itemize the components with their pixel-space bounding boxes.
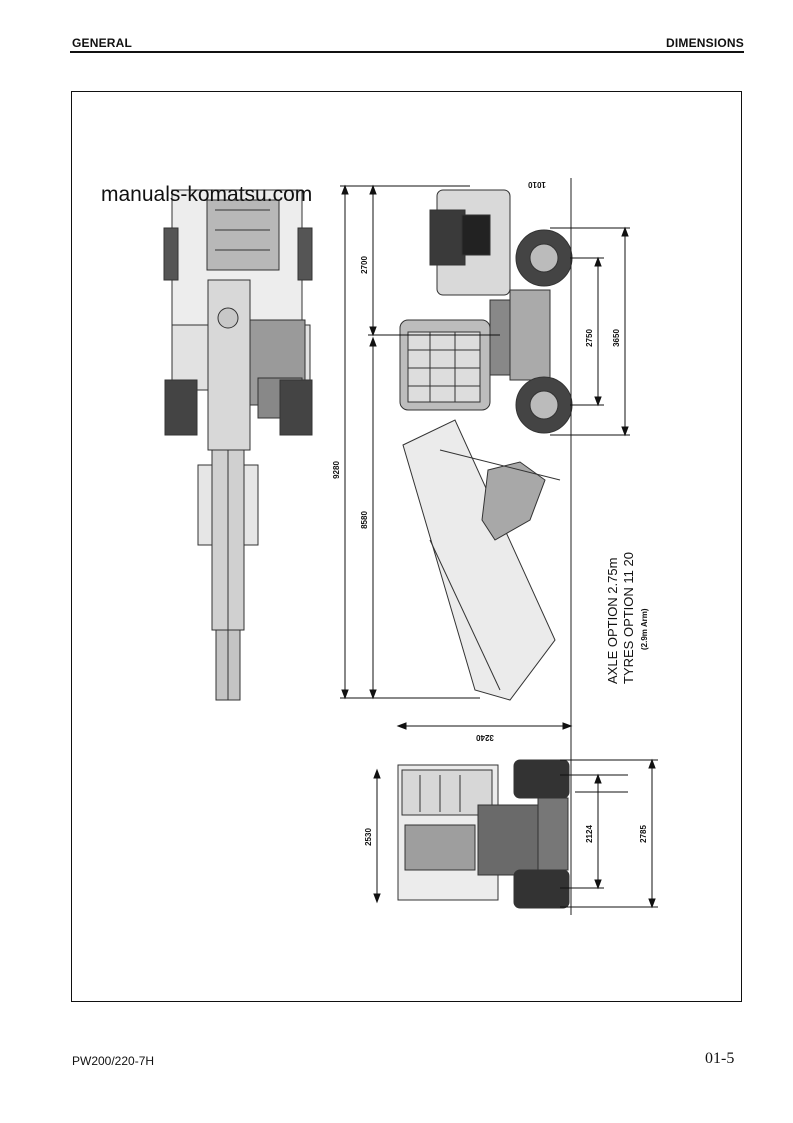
dim-line-boom-length <box>369 336 377 700</box>
dim-label-top-mark: 1010 <box>528 180 546 189</box>
page-number: 01-5 <box>705 1050 735 1067</box>
section-header: GENERAL <box>72 36 133 50</box>
arm-option-label: (2.9m Arm) <box>640 608 649 650</box>
dim-label-width: 2530 <box>364 828 373 846</box>
side-view-machine <box>399 189 573 701</box>
front-view-machine <box>397 759 570 909</box>
dim-line-overall-width <box>560 758 658 909</box>
dim-line-width <box>373 768 381 904</box>
footer-model: PW200/220-7H <box>72 1054 155 1068</box>
dim-label-outer-length: 3650 <box>612 329 621 347</box>
watermark-text: manuals-komatsu.com <box>101 183 313 206</box>
dim-line-wheelbase <box>570 256 604 407</box>
dim-line-outer-length <box>550 226 630 437</box>
dim-label-cab-height: 2700 <box>360 256 369 274</box>
dim-line-tail-swing <box>396 722 573 730</box>
axle-option-label: AXLE OPTION 2.75m <box>605 558 620 684</box>
dim-label-boom-length: 8580 <box>360 511 369 529</box>
dim-label-tail-swing: 3240 <box>476 733 494 742</box>
dim-line-track <box>560 773 628 890</box>
dim-label-track: 2124 <box>585 825 594 843</box>
page-title: DIMENSIONS <box>665 36 744 50</box>
dim-label-wheelbase: 2750 <box>585 329 594 347</box>
dim-line-total-length <box>340 184 480 700</box>
tyres-option-label: TYRES OPTION 11 20 <box>621 552 636 684</box>
top-view-machine <box>163 189 313 701</box>
header-rule <box>70 51 744 53</box>
dim-label-overall-width: 2785 <box>639 825 648 843</box>
dim-line-cab-height <box>368 184 500 337</box>
dim-label-total-length: 9280 <box>332 461 341 479</box>
drawing-frame <box>71 91 742 1002</box>
